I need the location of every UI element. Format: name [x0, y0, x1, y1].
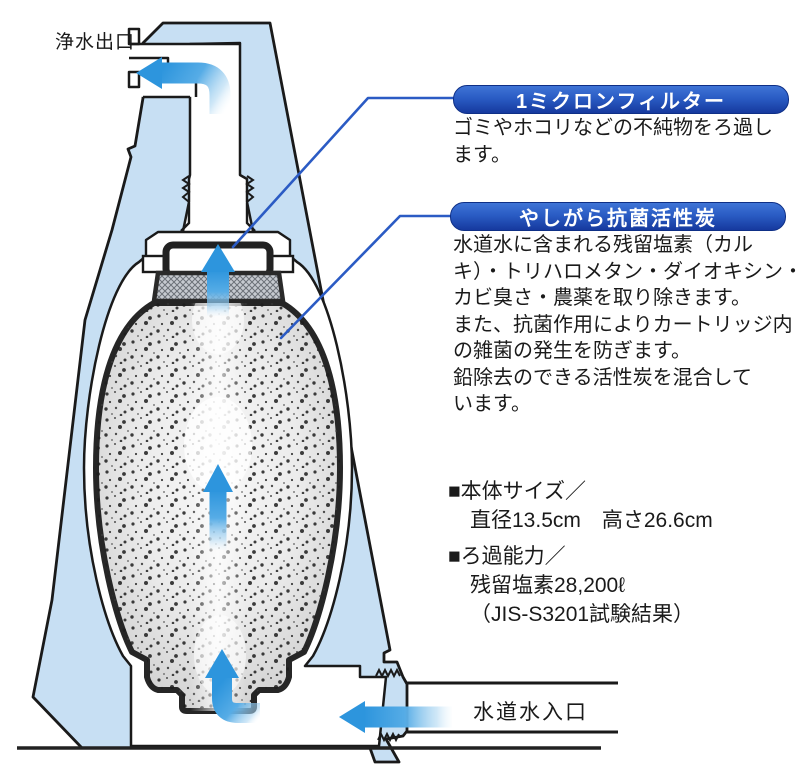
- banner-micron-filter: 1ミクロンフィルター: [453, 85, 789, 114]
- inlet-label: 水道水入口: [473, 701, 588, 724]
- desc-line: 水道水に含まれる残留塩素（カル: [453, 234, 753, 256]
- product-specs: ■本体サイズ／ 直径13.5cm 高さ26.6cm ■ろ過能力／ 残留塩素28,…: [448, 477, 713, 629]
- flow-arrow-middle: [203, 464, 233, 550]
- spec-size-heading: ■本体サイズ／: [448, 480, 587, 503]
- flow-arrow-outlet: [136, 57, 231, 114]
- outlet-label: 浄水出口: [55, 32, 136, 53]
- spec-size-value: 直径13.5cm 高さ26.6cm: [470, 509, 713, 532]
- activated-carbon-description: 水道水に含まれる残留塩素（カル キ）・トリハロメタン・ダイオキシン・ カビ臭さ・…: [453, 232, 803, 418]
- spec-capacity-value: 残留塩素28,200ℓ: [470, 574, 626, 597]
- leader-line-micron-filter: [231, 96, 457, 249]
- spec-capacity-note: （JIS-S3201試験結果）: [470, 603, 695, 626]
- flow-arrow-top: [201, 244, 235, 316]
- desc-line: 鉛除去のできる活性炭を混合して: [453, 366, 752, 389]
- desc-line: また、抗菌作用によりカートリッジ内: [453, 313, 793, 336]
- desc-line: カビ臭さ・農薬を取り除きます。: [453, 287, 751, 309]
- desc-line: キ）・トリハロメタン・ダイオキシン・: [453, 260, 803, 283]
- flow-arrow-bottom: [205, 649, 260, 723]
- desc-line: ゴミやホコリなどの不純物をろ過し: [453, 117, 773, 139]
- inlet-pipe-lines: [407, 681, 618, 734]
- banner-activated-carbon-title: やしがら抗菌活性炭: [519, 208, 717, 230]
- spec-capacity-heading: ■ろ過能力／: [448, 545, 566, 568]
- banner-activated-carbon: やしがら抗菌活性炭: [450, 202, 786, 231]
- micron-filter-description: ゴミやホコリなどの不純物をろ過し ます。: [453, 115, 773, 168]
- desc-line: います。: [453, 393, 531, 415]
- banner-micron-filter-title: 1ミクロンフィルター: [515, 91, 727, 113]
- leader-line-activated-carbon: [279, 214, 453, 340]
- desc-line: の雑菌の発生を防ぎます。: [453, 340, 691, 362]
- desc-line: ます。: [453, 143, 511, 166]
- thread-marks: [181, 175, 401, 743]
- flow-arrow-inlet: [339, 701, 452, 733]
